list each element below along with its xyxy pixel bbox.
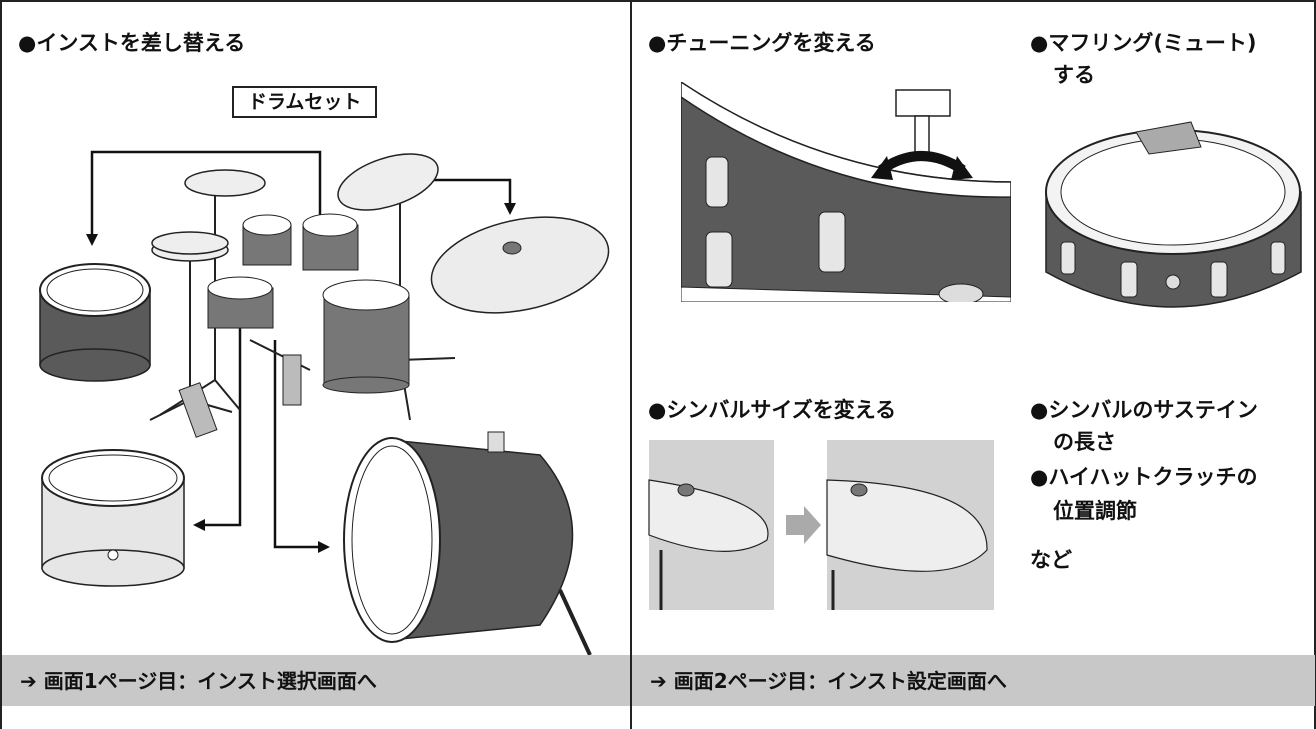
- arrow-to-tom: [86, 150, 322, 255]
- frame-right-border: [1314, 0, 1316, 729]
- etc-label: など: [1030, 548, 1072, 572]
- ride-cymbal-left: [337, 153, 439, 211]
- replace-instrument-panel: ●インストを差し替える ドラムセット: [0, 0, 630, 729]
- left-footer-link[interactable]: ➔ 画面1ページ目：インスト選択画面へ: [20, 669, 377, 693]
- tuning-key-icon: [895, 89, 951, 159]
- drum-set-label: ドラムセット: [232, 86, 378, 118]
- cymbal-size-illustration: [648, 440, 994, 610]
- arrow-to-kick: [273, 340, 330, 553]
- lug-left-lower: [705, 231, 733, 288]
- sustain-line1: ●シンバルのサステイン: [1030, 398, 1258, 422]
- kick-pedal: [178, 354, 302, 438]
- frame-top-border: [0, 0, 1316, 2]
- muffling-heading-line1: ●マフリング(ミュート): [1030, 31, 1257, 55]
- muffling-heading-line2: する: [1053, 63, 1095, 87]
- rack-tom-right: [302, 213, 359, 271]
- arrow-to-cymbal: [410, 178, 516, 215]
- hihat-line1: ●ハイハットクラッチの: [1030, 465, 1258, 489]
- drum-set-illustration: [39, 150, 610, 656]
- muffling-illustration: [1045, 121, 1302, 308]
- lug-left: [705, 156, 729, 208]
- cymbal-small: [648, 479, 769, 552]
- sustain-line2: の長さ: [1053, 430, 1116, 454]
- rotate-arrows-icon: [871, 151, 973, 180]
- right-footer-bar: ➔ 画面2ページ目：インスト設定画面へ: [632, 655, 1315, 706]
- tom-detail: [39, 263, 151, 382]
- tuning-heading: ●チューニングを変える: [648, 31, 876, 55]
- hihat-line2: 位置調節: [1053, 499, 1137, 523]
- tuning-illustration: [681, 82, 1011, 302]
- snare-detail: [41, 449, 185, 587]
- frame-left-border: [0, 0, 2, 729]
- right-footer-link[interactable]: ➔ 画面2ページ目：インスト設定画面へ: [650, 669, 1007, 693]
- cymbal-detail: [430, 216, 610, 314]
- lug-center: [818, 211, 846, 273]
- hihat: [151, 231, 229, 262]
- arrow-to-snare: [193, 320, 242, 531]
- rack-tom-left: [242, 214, 292, 266]
- floor-tom: [322, 279, 410, 394]
- crash-cymbal-small: [184, 169, 266, 197]
- left-footer-bar: ➔ 画面1ページ目：インスト選択画面へ: [2, 655, 630, 706]
- kit-snare: [207, 276, 274, 329]
- cymbal-large: [826, 479, 988, 572]
- instrument-settings-panel: ●チューニングを変える ●マフリング(ミュート) する: [631, 0, 1316, 729]
- cymbal-size-heading: ●シンバルサイズを変える: [648, 398, 897, 422]
- mute-tape: [1135, 121, 1202, 155]
- bass-drum-detail: [343, 431, 592, 656]
- frame-divider: [630, 0, 632, 729]
- replace-instrument-heading: ●インストを差し替える: [18, 31, 246, 55]
- arrow-right-icon: [786, 506, 821, 544]
